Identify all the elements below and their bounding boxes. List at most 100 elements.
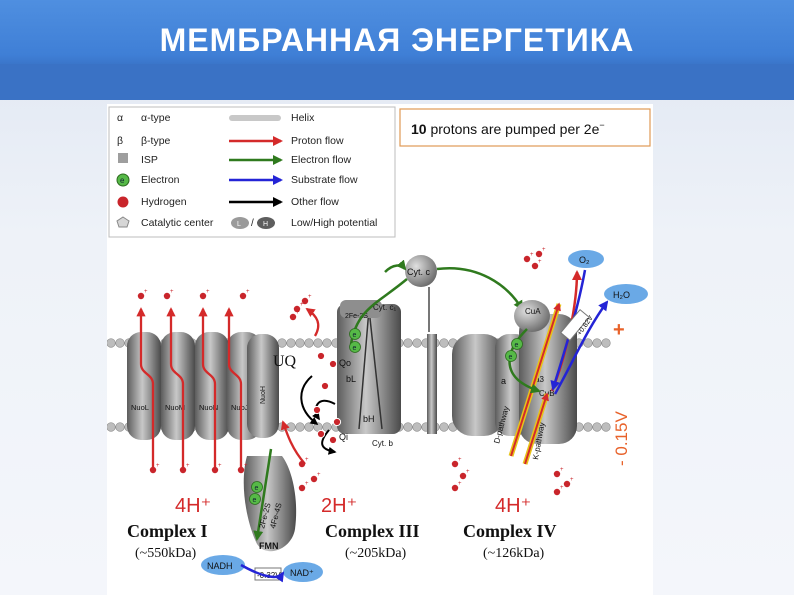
hydrogen-charge: + (246, 289, 250, 295)
lipid-head (601, 338, 611, 348)
legend-beta-label: β-type (141, 135, 171, 147)
cyt-c-to-complex-iv-flow (436, 266, 524, 311)
hydrogen-charge: + (542, 247, 546, 253)
lipid-head (583, 338, 593, 348)
uq-arrow-3 (321, 429, 337, 455)
hydrogen-dot (531, 262, 539, 270)
uq-arrow-1 (300, 375, 319, 425)
hydrogen-charge: + (170, 289, 174, 295)
lipid-head (295, 338, 305, 348)
complex-iv-electron-flow (508, 328, 541, 394)
electron-marker (505, 350, 517, 362)
hydrogen-dot (137, 292, 145, 300)
d-pathway-proton-flow (510, 302, 561, 457)
hydrogen-charge: + (570, 477, 574, 483)
hydrogen-dot (237, 466, 245, 474)
complex-i-mass: (~550kDa) (135, 546, 197, 561)
nadh-label: NADH (207, 561, 233, 571)
complex-captions: 4H⁺ Complex I (~550kDa) 2H⁺ Complex III … (127, 495, 557, 561)
legend-electron-label: Electron (141, 174, 180, 186)
lipid-head (286, 338, 296, 348)
legend-box (108, 106, 396, 238)
legend-helix-label: Helix (291, 112, 315, 124)
low-potential-icon (231, 217, 249, 229)
cyt-c-sphere (405, 255, 437, 287)
hydrogen-charge: + (466, 469, 470, 475)
nad-bubble (283, 562, 323, 582)
electron-icon (116, 173, 130, 187)
hydrogen-charge: + (308, 294, 312, 300)
cua-label: CuA (525, 307, 541, 316)
catalytic-center-icon (116, 216, 130, 228)
high-potential-icon (257, 217, 275, 229)
lipid-head (115, 338, 125, 348)
peripheral-arm (243, 456, 297, 552)
nad-label: NAD⁺ (290, 568, 314, 578)
hydrogen-charge: + (206, 289, 210, 295)
h2o-bubble (604, 284, 648, 304)
nuo-subunit-label: NuoN (199, 403, 218, 412)
cyt-c-label: Cyt. c (407, 267, 431, 277)
complex-iii-mass: (~205kDa) (345, 546, 407, 561)
k-pathway-proton-flow (524, 392, 549, 465)
to-cyt-c-flow (384, 259, 407, 273)
membrane-potential: + - 0.15V (612, 319, 631, 466)
electron-marker-letter: e (353, 332, 357, 339)
complex-iv-body (519, 314, 577, 444)
electron-marker-letter: e (515, 342, 519, 349)
isp-icon (118, 153, 128, 163)
uq-label: UQ (273, 353, 297, 370)
complex-iv: CuA a a3 CuB D-pathway K-pathway O₂ H₂O … (452, 250, 648, 465)
h2o-substrate-flow (553, 300, 609, 395)
ubiquinone-pool: UQ (273, 353, 337, 455)
hydrogen-dot (289, 313, 297, 321)
legend-beta-symbol: β (117, 135, 123, 147)
lipid-head (322, 338, 332, 348)
cyt-c1-label: Cyt. c₁ (373, 303, 396, 312)
uq-hydrogen (328, 435, 338, 445)
title-banner: МЕМБРАННАЯ ЭНЕРГЕТИКА (0, 0, 794, 100)
hydrogen-charge: + (538, 259, 542, 265)
nadh-substrate-flow (240, 563, 285, 583)
hydrogen-charge: + (560, 467, 564, 473)
lipid-head (583, 422, 593, 432)
hydrogen-charge: + (305, 481, 309, 487)
hydrogen-dot (459, 472, 467, 480)
legend-catalytic-label: Catalytic center (141, 217, 214, 229)
h2o-label: H₂O (613, 290, 630, 300)
electron-marker-letter: e (353, 345, 357, 352)
protons-note-count: 10 (411, 121, 427, 137)
hydrogen-charge: + (144, 289, 148, 295)
helix-icon (229, 115, 281, 121)
proton-flow-arrow (198, 307, 217, 470)
uq-hydrogen (312, 405, 322, 415)
fmn-label: FMN (259, 541, 279, 551)
complex-iii-name: Complex III (325, 521, 420, 541)
uq-hydrogen (328, 359, 338, 369)
lipid-head (403, 338, 413, 348)
electron-icon-letter: e (120, 176, 125, 185)
hydrogen-charge: + (156, 463, 160, 469)
hydrogen-dot (163, 292, 171, 300)
o2-bubble (568, 250, 604, 268)
lipid-head (304, 338, 314, 348)
o2-label: O₂ (579, 255, 590, 265)
legend-low-high-label: Low/High potential (291, 217, 377, 229)
hydrogen-dot (298, 484, 306, 492)
lipid-head (412, 422, 422, 432)
legend-substrate-flow-label: Substrate flow (291, 174, 358, 186)
hydrogen-charge: + (296, 310, 300, 316)
membrane-diagram-figure: α α-type β β-type ISP e Electron Hydroge… (107, 104, 653, 595)
nuo-subunit (161, 332, 195, 440)
fes-label-iii: 2Fe-2S (345, 313, 368, 320)
heme-a3-label: a3 (535, 375, 544, 384)
proton-flow-arrow (166, 307, 185, 470)
protons-note-text: protons are pumped per 2e (427, 121, 600, 137)
proton-flows: +++++++++++++++++++++++ (136, 247, 574, 496)
hydrogen-dot (293, 305, 301, 313)
nadh-bubble (201, 555, 245, 575)
nuoh-label: NuoH (260, 386, 267, 404)
bl-label: bL (346, 374, 356, 384)
hydrogen-dot (451, 484, 459, 492)
legend-electron-flow-label: Electron flow (291, 154, 352, 166)
